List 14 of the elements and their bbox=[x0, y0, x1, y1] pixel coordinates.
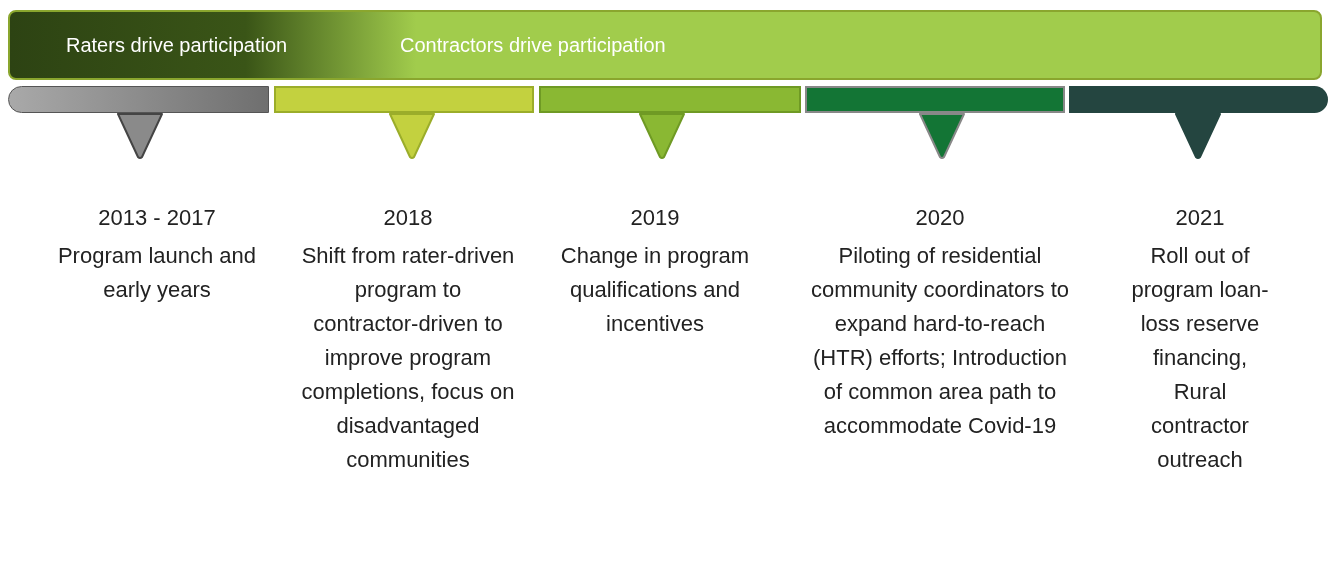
year-label: 2013 - 2017 bbox=[98, 204, 216, 232]
year-label: 2019 bbox=[630, 204, 680, 232]
milestone-description: Roll out of program loan-loss reserve financing, Rural contractor outreach bbox=[1130, 242, 1270, 474]
year-label: 2021 bbox=[1175, 204, 1225, 232]
timeline-segment bbox=[8, 86, 269, 113]
phase-label: Contractors drive participation bbox=[400, 33, 666, 58]
year-label: 2018 bbox=[383, 204, 433, 232]
milestone-description: Shift from rater-driven program to contractor-driven to improve program completions, focus on disadvantaged communities bbox=[300, 242, 516, 474]
year-label: 2020 bbox=[915, 204, 965, 232]
milestone-description: Program launch and early years bbox=[57, 242, 257, 304]
phase-banner bbox=[8, 10, 1322, 80]
phase-label: Raters drive participation bbox=[66, 33, 288, 58]
milestone-description: Piloting of residential community coordinators to expand hard-to-reach (HTR) efforts; Introduction of common area path to accommodate Covid-19 bbox=[810, 242, 1070, 440]
milestone-description: Change in program qualifications and incentives bbox=[559, 242, 751, 338]
